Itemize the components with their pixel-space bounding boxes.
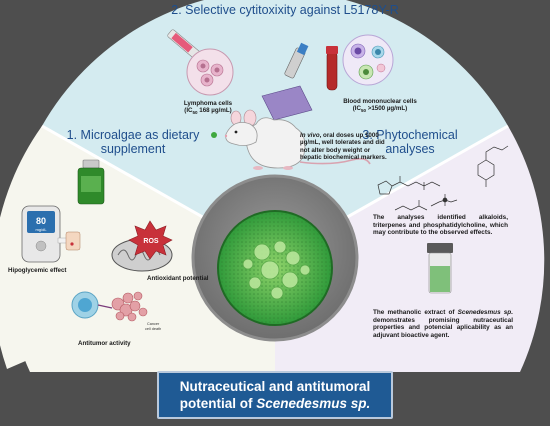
algae-colonies [242, 240, 311, 300]
phytochemical-text-1: The analyses identified alkaloids, trite… [373, 214, 508, 237]
glucometer-icon: 80 mg/dL [21, 205, 81, 263]
glucometer-unit: mg/dL [35, 227, 47, 232]
cancer-cells-icon [111, 291, 148, 322]
lymphoma-caption: Lymphoma cells (IC50 168 µg/mL) [173, 100, 243, 117]
mouse-icon [224, 109, 371, 170]
ros-burst-icon: ROS [128, 220, 173, 260]
lymphoma-caption-line-2: (IC50 168 µg/mL) [184, 107, 232, 116]
supplement-bottle-icon [77, 159, 105, 205]
chemical-structures-icon [377, 145, 509, 211]
hypoglycemic-label: Hipoglycemic effect [8, 267, 67, 274]
extract-vial-icon [427, 243, 453, 294]
blood-caption-line-1: Blood mononuclear cells [343, 98, 417, 105]
immune-cell-icon [71, 291, 113, 319]
phytochemical-text-2: The methanolic extract of Scenedesmus sp… [373, 309, 513, 339]
antitumor-label: Antitumor activity [78, 340, 131, 347]
lymphoma-caption-line-1: Lymphoma cells [183, 100, 233, 107]
footer-title-line-1: Nutraceutical and antitumoral [179, 379, 371, 394]
pipette-plate-icon [261, 42, 313, 121]
sector-right-phytochemical [275, 126, 545, 372]
cancer-death-label-2: cell death [145, 327, 161, 331]
footer-title-box: Nutraceutical and antitumoral potential … [157, 371, 393, 419]
ros-label: ROS [143, 238, 159, 245]
section-1-title-line-1: 1. Microalgae as dietary [66, 128, 200, 142]
footer-title-line-2: potential of Scenedesmus sp. [179, 396, 371, 411]
in-vivo-text: In vivo, oral doses up 1000 µg/mL, well … [300, 132, 387, 162]
cancer-death-label-1: Cancer [147, 322, 160, 326]
blood-caption: Blood mononuclear cells (IC50 >1500 µg/m… [330, 98, 430, 115]
antioxidant-label: Antioxidant potential [147, 275, 209, 282]
glucometer-value: 80 [36, 216, 46, 226]
section-3-title-line-1: 3. Phytochemical [362, 128, 458, 142]
lymphoma-cells-icon [186, 48, 234, 96]
oral-dose-drop-icon [211, 132, 217, 138]
mononuclear-cells-icon [342, 34, 394, 86]
section-1-title-line-2: supplement [100, 142, 166, 156]
section-3-title-line-2: analyses [385, 142, 435, 156]
blood-caption-line-2: (IC50 >1500 µg/mL) [352, 105, 408, 114]
section-2-title: 2. Selective cytitoxixity against L5178Y… [171, 3, 399, 17]
blood-tube-icon [326, 46, 338, 91]
